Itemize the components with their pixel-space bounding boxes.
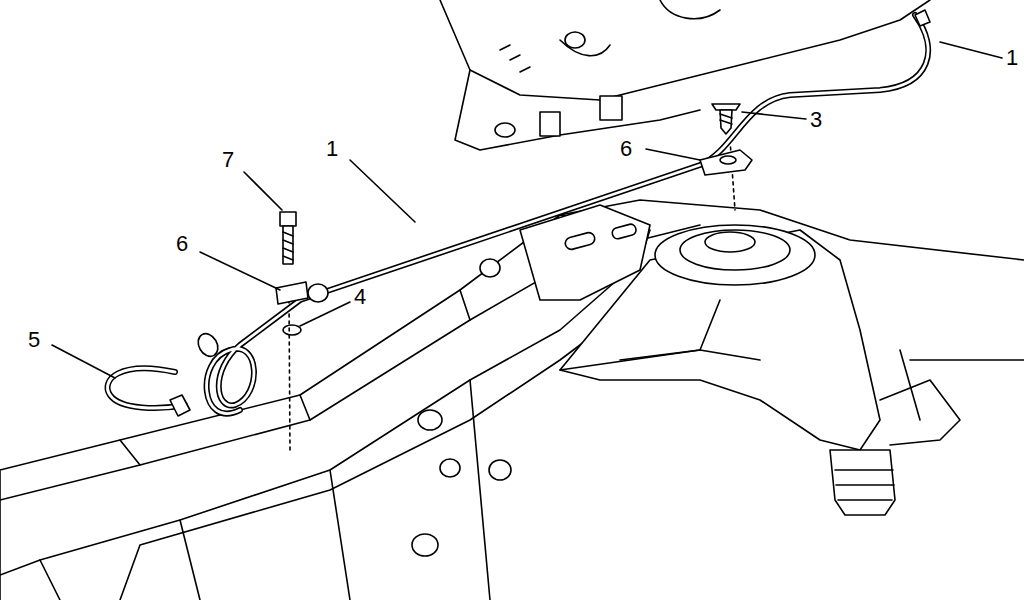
callout-number: 6 [620,137,632,161]
callout-number: 1 [326,137,338,161]
callout-number: 4 [354,285,366,309]
callout-number: 7 [222,148,234,172]
callout-number: 6 [176,232,188,256]
callout-number: 5 [28,328,40,352]
callout-number: 3 [810,108,822,132]
callout-number: 1 [1006,46,1018,70]
